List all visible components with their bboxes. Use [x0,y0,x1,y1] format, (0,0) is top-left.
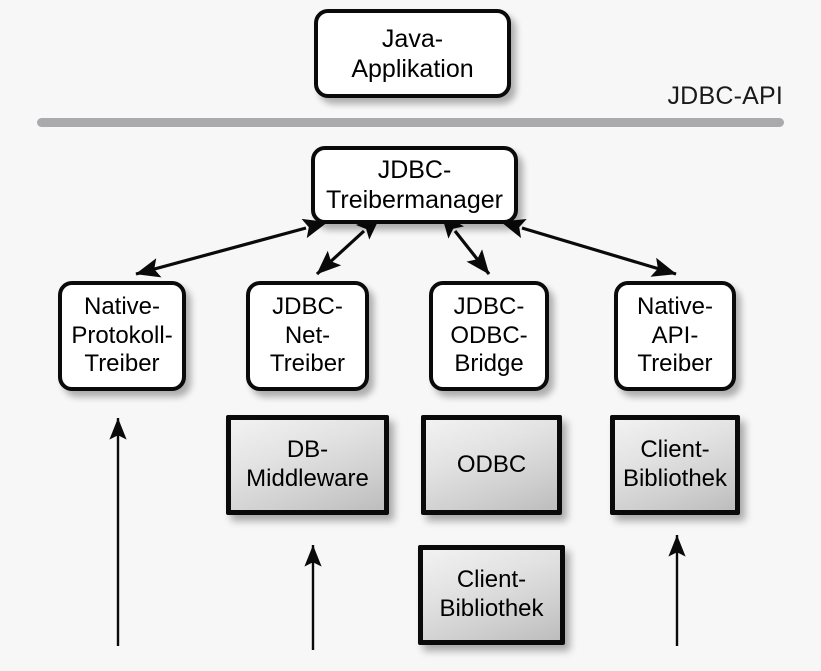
node-jdbc-net-driver[interactable]: JDBC- Net- Treiber [246,281,369,391]
node-client-bibliothek-middle[interactable]: Client- Bibliothek [418,545,565,645]
jdbc-api-separator-line [37,118,784,127]
node-client-bibliothek-right[interactable]: Client- Bibliothek [610,415,740,515]
node-jdbc-odbc-bridge-label: JDBC- ODBC- Bridge [450,292,528,378]
node-java-application[interactable]: Java- Applikation [314,9,511,98]
node-java-application-label: Java- Applikation [351,24,474,83]
node-odbc[interactable]: ODBC [421,415,562,515]
node-db-middleware[interactable]: DB- Middleware [226,415,389,515]
connector-manager-native-api [500,219,677,277]
node-jdbc-driver-manager-label: JDBC- Treibermanager [326,156,503,214]
connector-manager-native-protocol [135,218,328,278]
node-odbc-label: ODBC [456,450,527,478]
node-native-api-driver-label: Native- API- Treiber [636,292,714,378]
connector-manager-jdbc-odbc [441,213,491,275]
node-jdbc-net-driver-label: JDBC- Net- Treiber [269,292,346,378]
node-jdbc-driver-manager[interactable]: JDBC- Treibermanager [311,146,518,224]
node-native-protocol-driver-label: Native- Protokoll- Treiber [71,292,173,378]
node-native-protocol-driver[interactable]: Native- Protokoll- Treiber [58,281,186,391]
node-client-bibliothek-middle-label: Client- Bibliothek [439,566,544,622]
node-client-bibliothek-right-label: Client- Bibliothek [622,436,728,492]
node-db-middleware-label: DB- Middleware [246,436,369,492]
node-jdbc-odbc-bridge[interactable]: JDBC- ODBC- Bridge [429,281,549,391]
jdbc-api-label: JDBC-API [667,82,783,110]
connector-manager-jdbc-net [315,215,381,276]
node-native-api-driver[interactable]: Native- API- Treiber [614,281,736,391]
